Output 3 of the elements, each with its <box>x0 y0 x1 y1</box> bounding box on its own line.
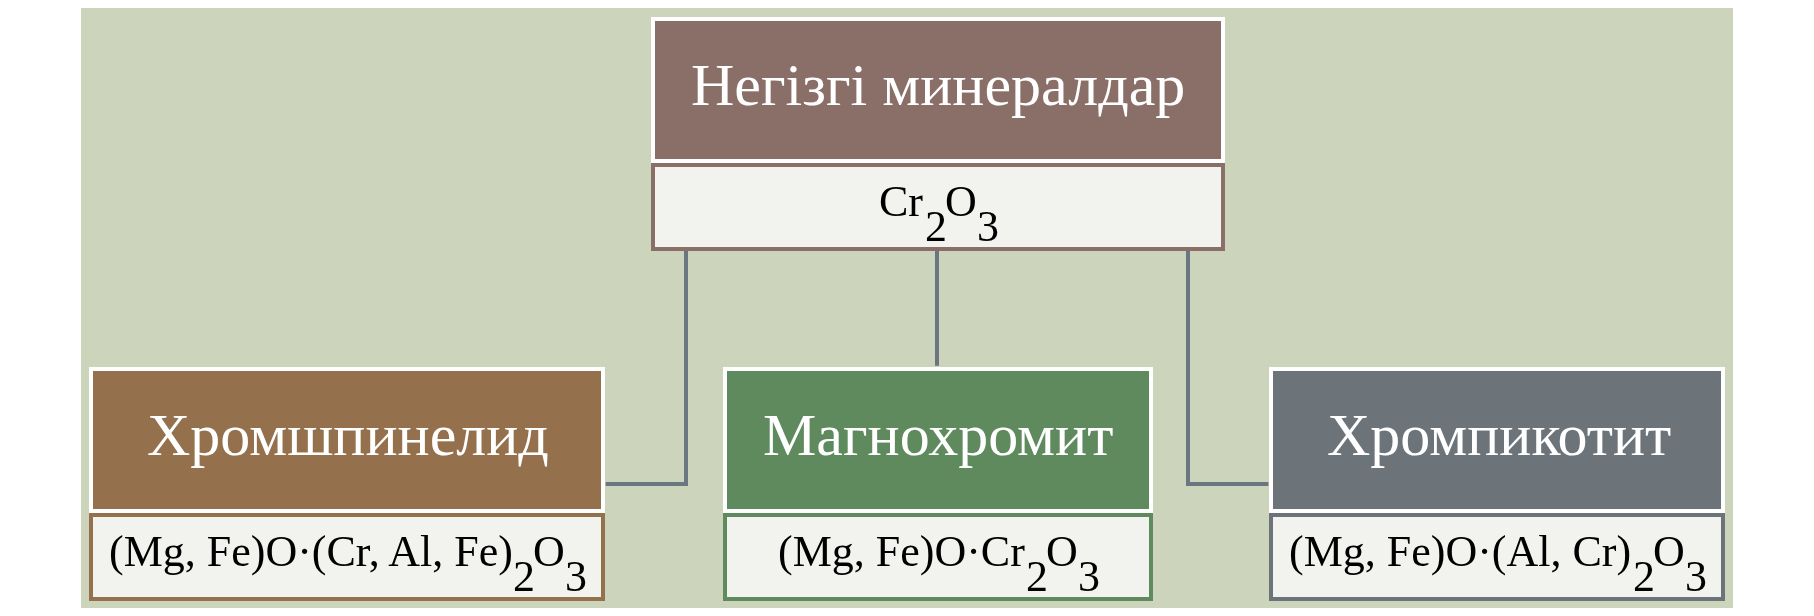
connector <box>1186 250 1269 486</box>
connector <box>605 250 688 486</box>
connector <box>935 250 939 366</box>
